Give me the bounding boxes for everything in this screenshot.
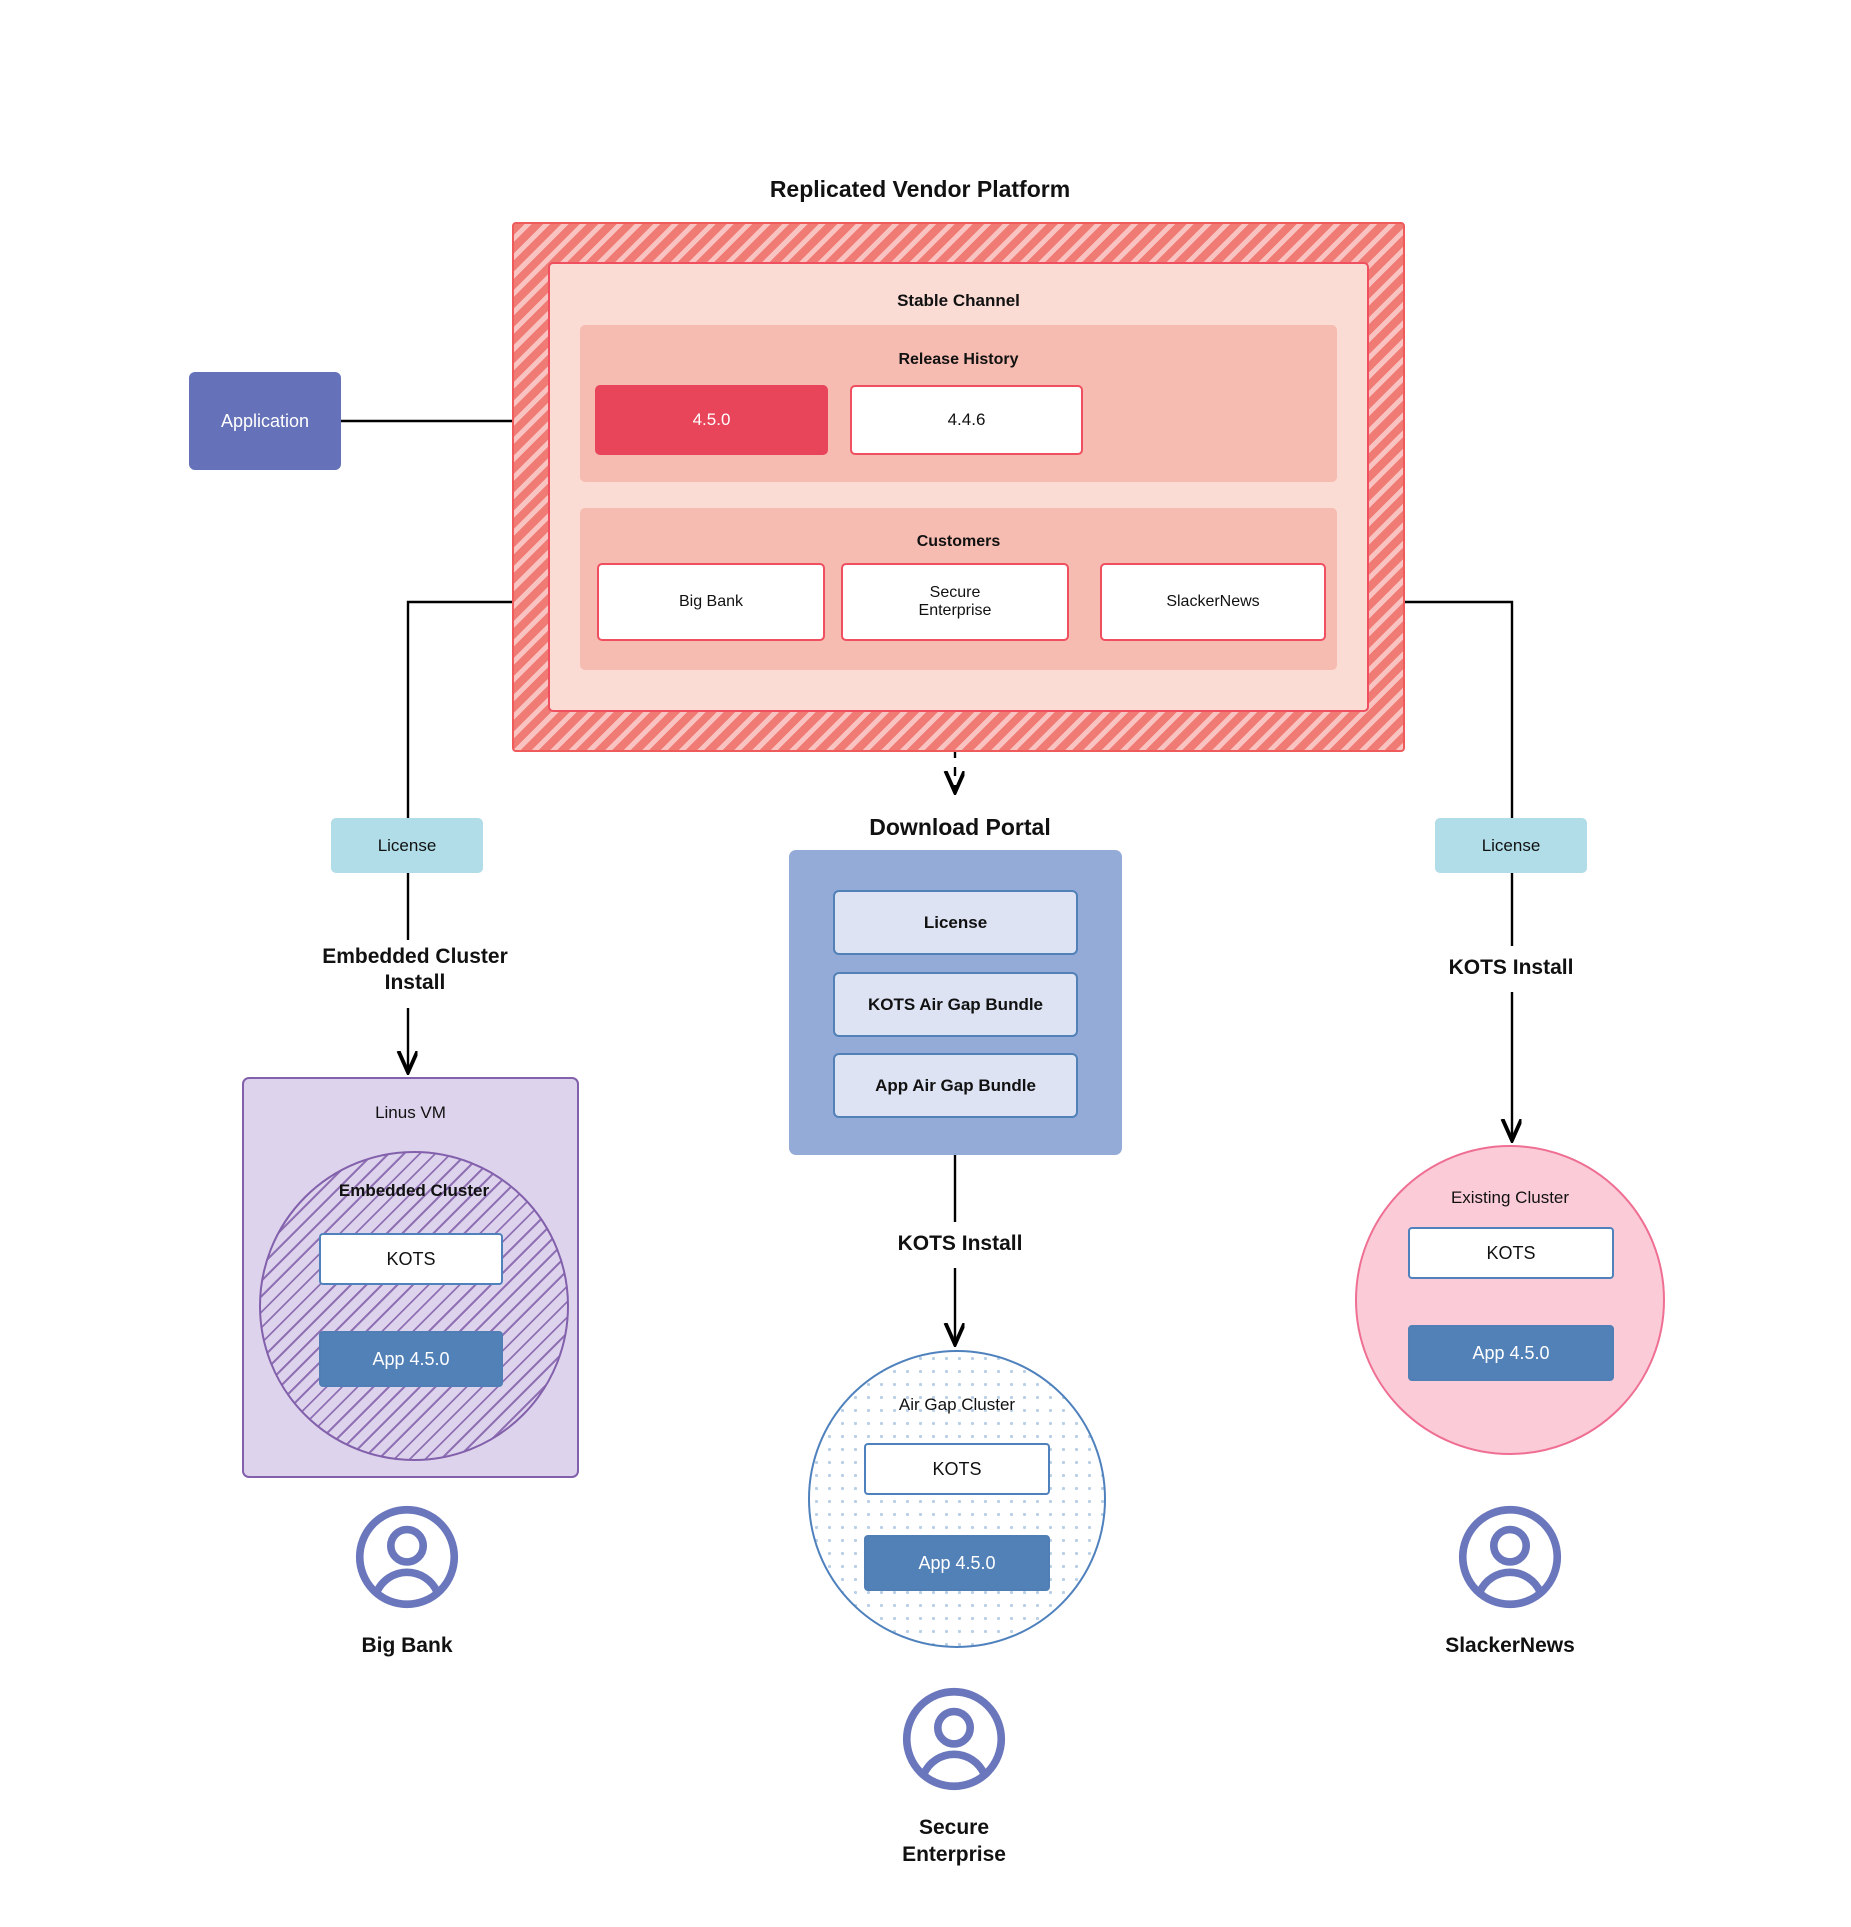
persona-label: Big Bank	[361, 1634, 453, 1657]
customer-card-big-bank[interactable]: Big Bank	[597, 563, 825, 641]
user-avatar-icon	[1456, 1503, 1564, 1616]
kots-box-existing[interactable]: KOTS	[1408, 1227, 1614, 1279]
app-box-embedded[interactable]: App 4.5.0	[319, 1331, 503, 1387]
edge-label-kots-install-center: KOTS Install	[897, 1231, 1023, 1255]
release-history-label: Release History	[898, 350, 1019, 368]
license-chip-left[interactable]: License	[331, 818, 483, 873]
air-gap-cluster-label: Air Gap Cluster	[898, 1395, 1016, 1415]
app-box-existing[interactable]: App 4.5.0	[1408, 1325, 1614, 1381]
user-avatar-icon	[353, 1503, 461, 1616]
license-chip-right[interactable]: License	[1435, 818, 1587, 873]
application-node[interactable]: Application	[189, 372, 341, 470]
app-box-airgap[interactable]: App 4.5.0	[864, 1535, 1050, 1591]
persona-slackernews: SlackerNews	[1395, 1503, 1625, 1659]
page-title: Replicated Vendor Platform	[769, 175, 1071, 202]
kots-box-embedded[interactable]: KOTS	[319, 1233, 503, 1285]
release-card-previous[interactable]: 4.4.6	[850, 385, 1083, 455]
user-avatar-icon	[900, 1685, 1008, 1798]
customer-card-slackernews[interactable]: SlackerNews	[1100, 563, 1326, 641]
edge-label-kots-install-right: KOTS Install	[1448, 955, 1574, 979]
existing-cluster-label: Existing Cluster	[1450, 1188, 1570, 1208]
portal-item-app-air-gap-bundle[interactable]: App Air Gap Bundle	[833, 1053, 1078, 1118]
persona-big-bank: Big Bank	[292, 1503, 522, 1659]
existing-cluster-container	[1355, 1145, 1665, 1455]
persona-label: SlackerNews	[1445, 1634, 1575, 1657]
stable-channel-label: Stable Channel	[897, 291, 1020, 311]
download-portal-title: Download Portal	[869, 813, 1051, 840]
air-gap-cluster-container	[808, 1350, 1106, 1648]
portal-item-license[interactable]: License	[833, 890, 1078, 955]
linux-vm-label: Linus VM	[375, 1103, 446, 1123]
embedded-cluster-container	[259, 1151, 569, 1461]
release-card-current[interactable]: 4.5.0	[595, 385, 828, 455]
portal-item-kots-air-gap-bundle[interactable]: KOTS Air Gap Bundle	[833, 972, 1078, 1037]
customers-label: Customers	[916, 532, 1001, 550]
kots-box-airgap[interactable]: KOTS	[864, 1443, 1050, 1495]
embedded-cluster-label: Embedded Cluster	[338, 1181, 490, 1201]
